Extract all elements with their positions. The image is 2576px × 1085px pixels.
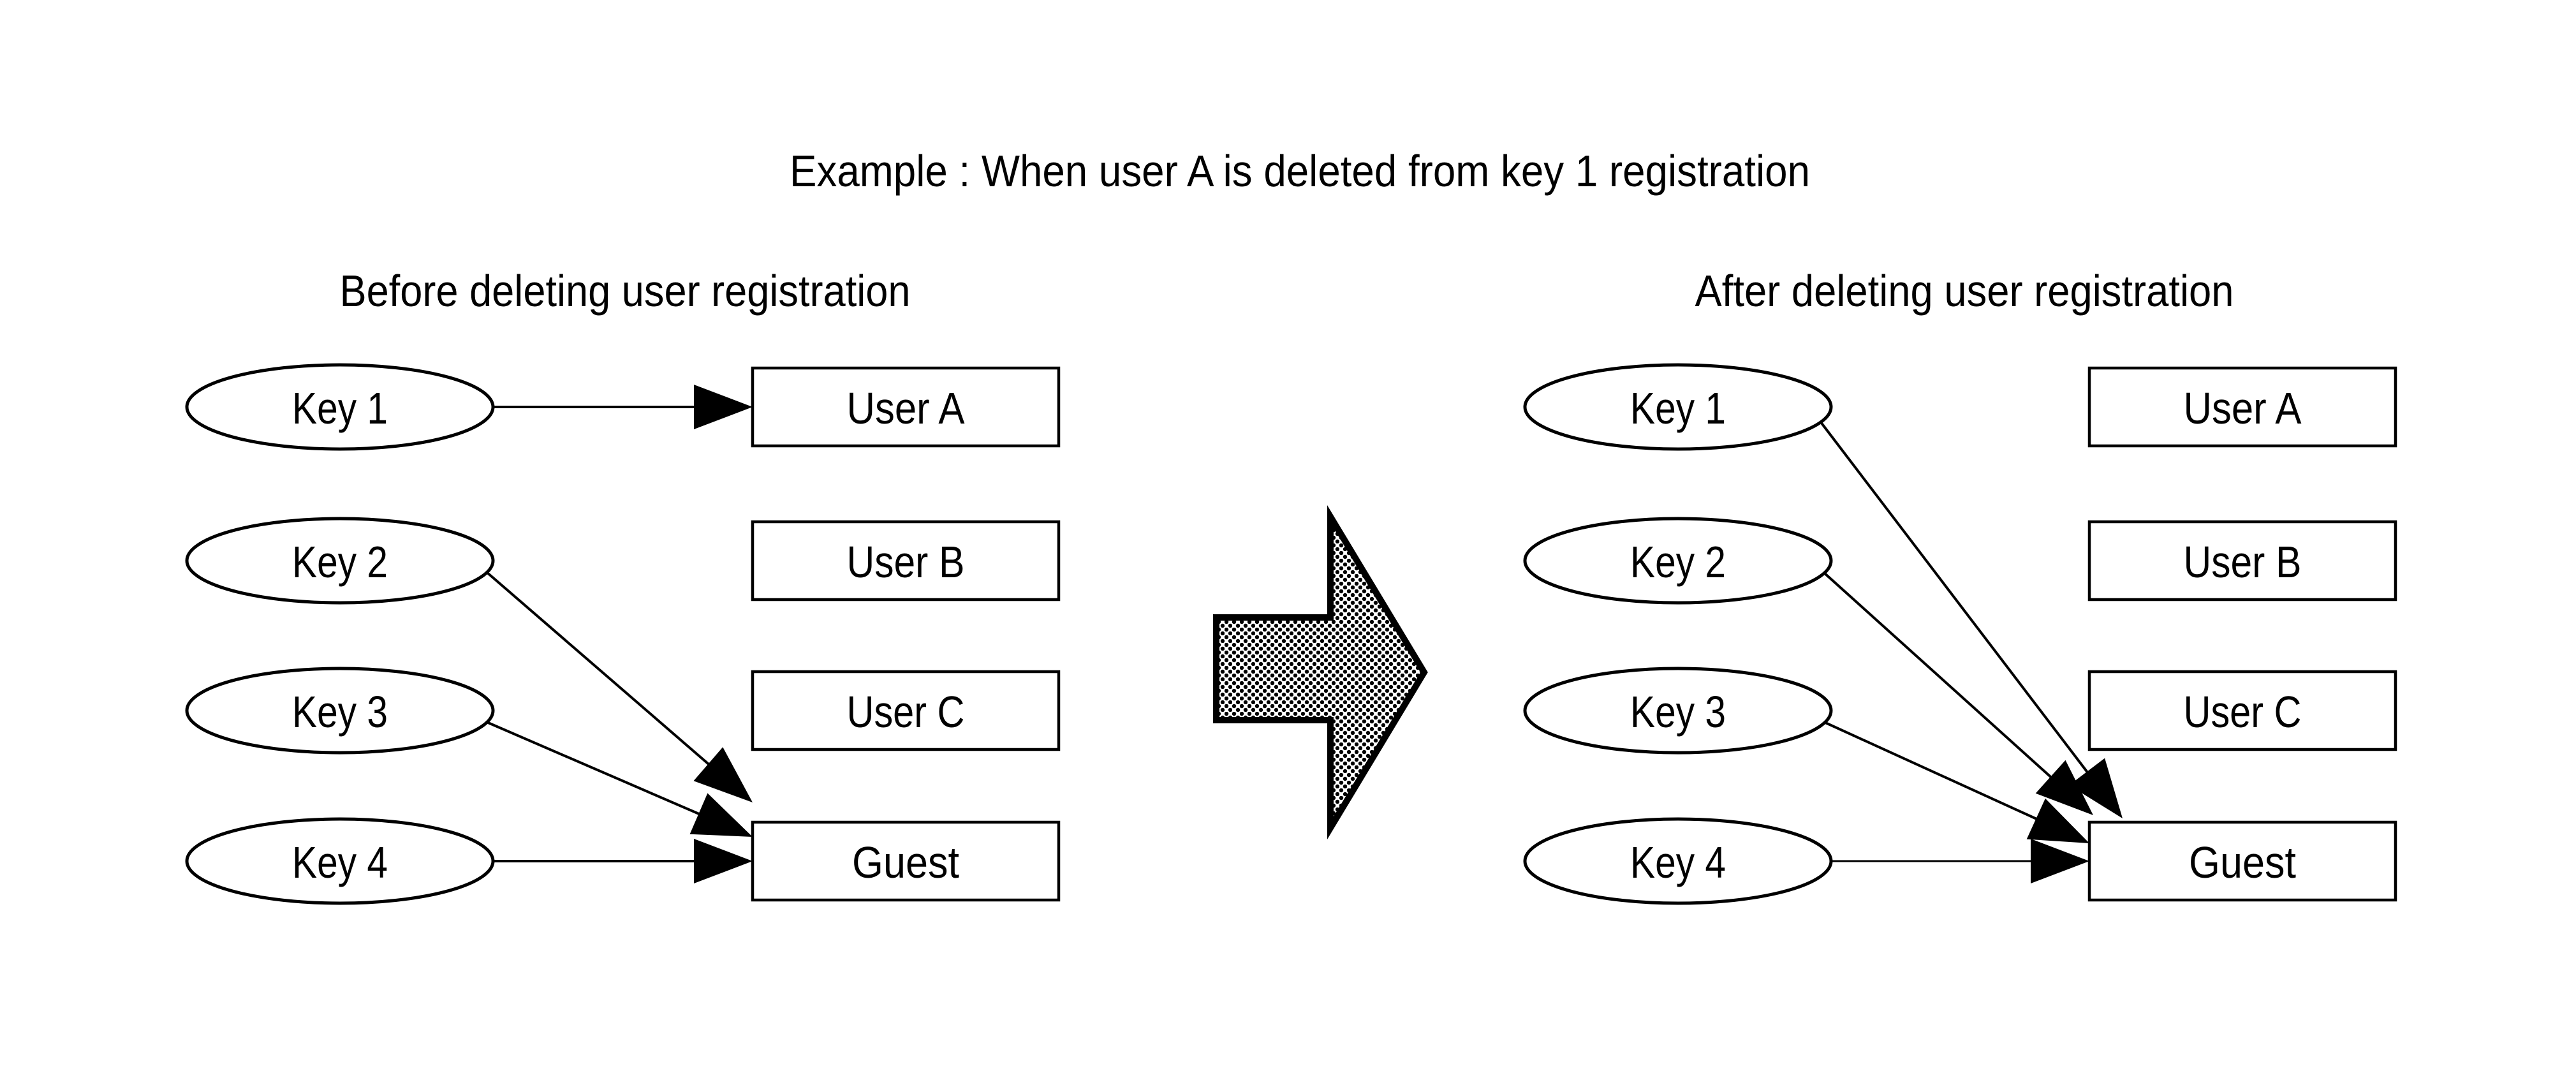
after-key-1-ellipse: [1523, 363, 1833, 451]
after-user-c-node: User C: [2087, 670, 2397, 751]
after-key-2-label: Key 2: [1630, 537, 1726, 587]
after-user-b-box: [2087, 520, 2397, 602]
before-user-c-box: [751, 670, 1061, 751]
after-key-4-node: Key 4: [1523, 817, 1833, 905]
before-user-a-node: User A: [751, 366, 1061, 448]
arrowhead-icon: [2035, 760, 2093, 815]
after-user-a-box: [2087, 366, 2397, 448]
before-connection-key3-guest: [486, 721, 753, 837]
after-connection-key1-guest: [1820, 421, 2123, 818]
diagram-title: Example : When user A is deleted from ke…: [790, 146, 1810, 196]
before-user-b-node: User B: [751, 520, 1061, 602]
before-key-4-label: Key 4: [292, 838, 388, 887]
arrowhead-icon: [2026, 798, 2089, 843]
before-panel-heading: Before deleting user registration: [340, 266, 911, 316]
before-guest-node: Guest: [751, 820, 1061, 902]
arrowhead-icon: [694, 385, 753, 429]
after-key-3-label: Key 3: [1630, 687, 1726, 737]
before-user-c-node: User C: [751, 670, 1061, 751]
before-key-3-ellipse: [185, 667, 495, 755]
after-user-a-node: User A: [2087, 366, 2397, 448]
after-key-4-label: Key 4: [1630, 838, 1726, 887]
before-connection-key4-guest: [493, 839, 753, 883]
before-key-2-label: Key 2: [292, 537, 388, 587]
after-guest-box: [2087, 820, 2397, 902]
after-connection-key2-guest: [1823, 572, 2093, 815]
after-guest-label: Guest: [2189, 838, 2296, 887]
before-user-c-label: User C: [847, 687, 965, 737]
before-user-b-label: User B: [847, 537, 965, 587]
before-guest-label: Guest: [852, 838, 959, 887]
arrowhead-icon: [694, 839, 753, 883]
after-key-1-node: Key 1: [1523, 363, 1833, 451]
after-key-2-node: Key 2: [1523, 517, 1833, 605]
before-key-3-label: Key 3: [292, 687, 388, 737]
after-connection-key4-guest: [1831, 839, 2089, 883]
before-connection-key3-guest-line: [486, 721, 704, 817]
before-key-1-label: Key 1: [292, 383, 388, 433]
before-panel: Before deleting user registration Key 1 …: [185, 266, 1061, 905]
after-user-c-box: [2087, 670, 2397, 751]
before-connection-key1-usera: [493, 385, 753, 429]
before-key-4-node: Key 4: [185, 817, 495, 905]
before-key-1-node: Key 1: [185, 363, 495, 451]
after-user-a-label: User A: [2184, 383, 2302, 433]
after-guest-node: Guest: [2087, 820, 2397, 902]
before-guest-box: [751, 820, 1061, 902]
after-user-b-node: User B: [2087, 520, 2397, 602]
block-arrow-right-icon: [1213, 505, 1428, 839]
before-key-3-node: Key 3: [185, 667, 495, 755]
arrowhead-icon: [2031, 839, 2089, 883]
after-panel: After deleting user registration Key 1 K…: [1523, 266, 2397, 905]
after-panel-heading: After deleting user registration: [1695, 266, 2234, 316]
before-user-a-box: [751, 366, 1061, 448]
arrowhead-icon: [689, 793, 753, 837]
after-connection-key1-guest-line: [1820, 421, 2093, 779]
after-key-3-ellipse: [1523, 667, 1833, 755]
after-key-1-label: Key 1: [1630, 383, 1726, 433]
before-connection-key2-guest-line: [485, 571, 714, 769]
before-user-a-label: User A: [847, 383, 965, 433]
after-connection-key3-guest: [1823, 721, 2089, 843]
after-user-b-label: User B: [2184, 537, 2302, 587]
before-key-2-ellipse: [185, 517, 495, 605]
arrowhead-icon: [693, 747, 753, 802]
after-connection-key3-guest-line: [1823, 721, 2042, 822]
before-key-2-node: Key 2: [185, 517, 495, 605]
before-connection-key2-guest: [485, 571, 753, 802]
after-key-3-node: Key 3: [1523, 667, 1833, 755]
after-connection-key2-guest-line: [1823, 572, 2056, 782]
arrowhead-icon: [2069, 758, 2123, 818]
after-user-c-label: User C: [2184, 687, 2302, 737]
before-user-b-box: [751, 520, 1061, 602]
after-key-2-ellipse: [1523, 517, 1833, 605]
